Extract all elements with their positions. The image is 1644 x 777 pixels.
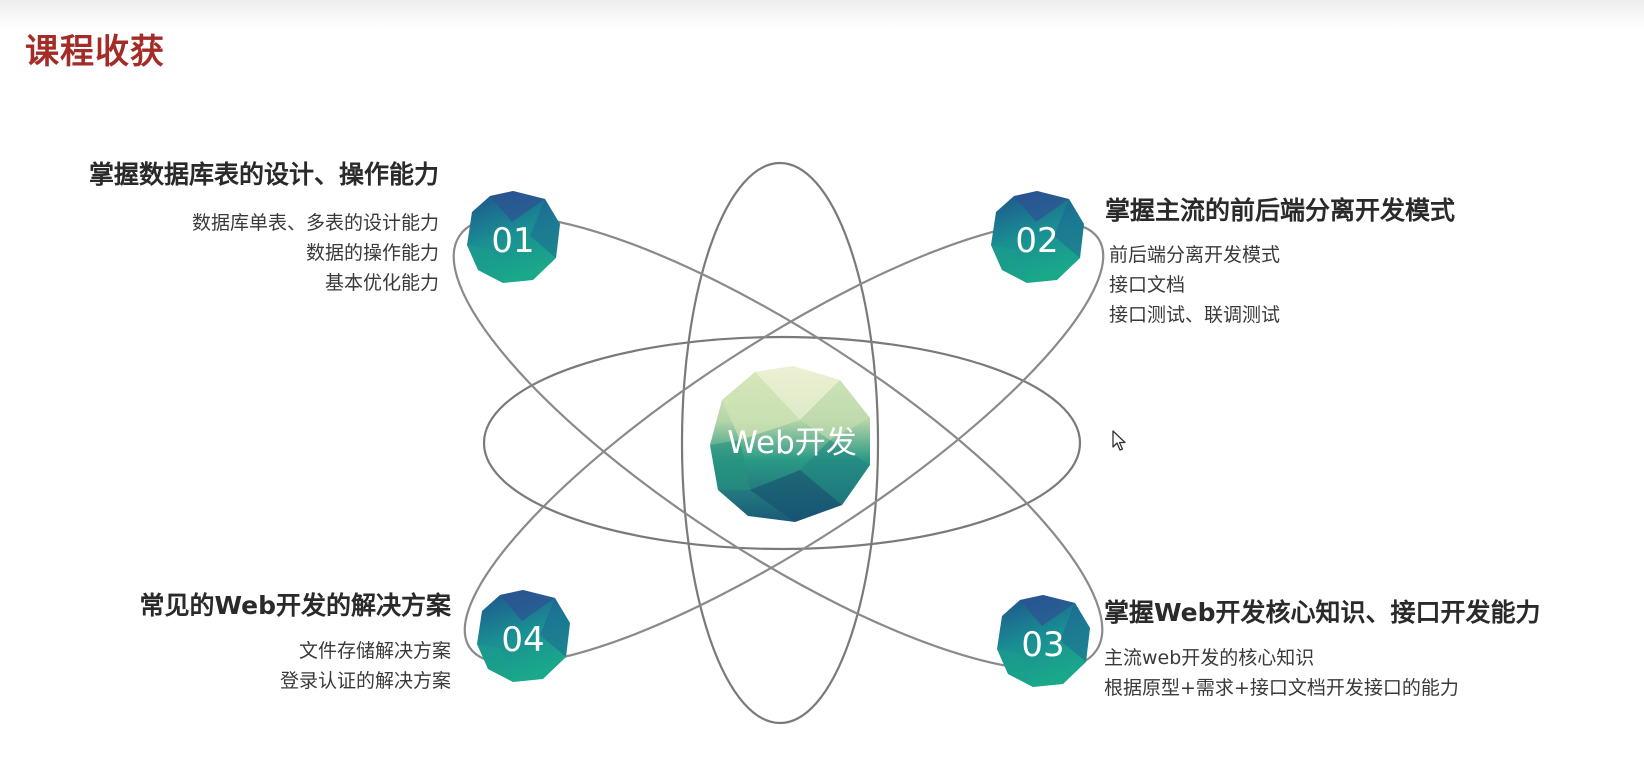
outcome-01-item: 数据的操作能力	[305, 242, 439, 264]
outcome-02-item: 接口文档	[1109, 274, 1186, 296]
node-02-number: 02	[1015, 221, 1058, 261]
node-01: 01	[467, 191, 560, 283]
node-02: 02	[991, 191, 1084, 283]
outcome-02: 掌握主流的前后端分离开发模式 前后端分离开发模式 接口文档 接口测试、联调测试	[1105, 196, 1455, 330]
outcome-01-heading: 掌握数据库表的设计、操作能力	[88, 160, 439, 189]
mouse-pointer-icon	[1112, 430, 1126, 451]
outcome-03-item: 根据原型+需求+接口文档开发接口的能力	[1104, 677, 1459, 699]
outcome-01-item: 数据库单表、多表的设计能力	[191, 212, 439, 234]
outcome-01-items: 数据库单表、多表的设计能力 数据的操作能力 基本优化能力	[89, 208, 439, 298]
node-03-number: 03	[1021, 625, 1064, 665]
outcome-04: 常见的Web开发的解决方案 文件存储解决方案 登录认证的解决方案	[139, 591, 451, 696]
center-label: Web开发	[727, 425, 857, 461]
outcome-03: 掌握Web开发核心知识、接口开发能力 主流web开发的核心知识 根据原型+需求+…	[1104, 598, 1541, 703]
node-01-number: 01	[491, 221, 534, 261]
outcome-04-heading: 常见的Web开发的解决方案	[139, 591, 451, 620]
top-band	[0, 0, 1644, 30]
outcome-04-item: 登录认证的解决方案	[279, 670, 451, 692]
outcome-04-items: 文件存储解决方案 登录认证的解决方案	[139, 636, 451, 696]
orbit-lines	[452, 161, 1105, 725]
node-03: 03	[997, 595, 1090, 687]
outcome-02-heading: 掌握主流的前后端分离开发模式	[1105, 196, 1456, 225]
center-sphere: Web开发	[710, 366, 870, 522]
node-04: 04	[477, 590, 570, 682]
outcome-03-heading: 掌握Web开发核心知识、接口开发能力	[1104, 598, 1541, 627]
orbit-vertical	[680, 161, 880, 725]
outcome-03-item: 主流web开发的核心知识	[1104, 647, 1315, 669]
outcome-03-items: 主流web开发的核心知识 根据原型+需求+接口文档开发接口的能力	[1104, 643, 1541, 703]
outcome-02-item: 接口测试、联调测试	[1109, 304, 1281, 326]
outcome-02-item: 前后端分离开发模式	[1109, 244, 1281, 266]
outcome-01-item: 基本优化能力	[324, 272, 439, 294]
outcome-02-items: 前后端分离开发模式 接口文档 接口测试、联调测试	[1105, 240, 1455, 330]
outcome-01: 掌握数据库表的设计、操作能力 数据库单表、多表的设计能力 数据的操作能力 基本优…	[89, 160, 439, 298]
orbit-diagonal-up	[463, 221, 1105, 665]
node-04-number: 04	[501, 620, 544, 660]
orbit-horizontal	[482, 335, 1082, 551]
outcome-04-item: 文件存储解决方案	[298, 640, 451, 662]
orbit-diagonal-down	[452, 215, 1104, 671]
page-title: 课程收获	[25, 32, 165, 72]
